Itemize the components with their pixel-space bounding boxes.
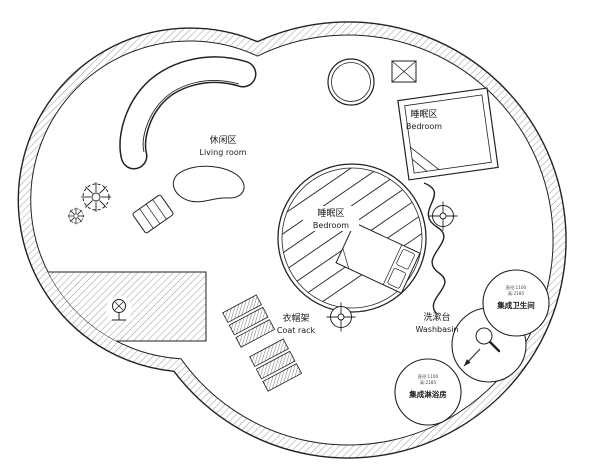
ottoman-bench — [132, 194, 174, 234]
washbasin-label-zh: 洗漱台 — [423, 311, 450, 323]
entry-arrow-icon — [463, 348, 481, 367]
ceiling-fixture-icon — [428, 201, 458, 231]
small-plant-icon — [67, 207, 85, 225]
coat-rack-shelves-upper — [222, 294, 276, 348]
shower-pod-dim1: 直径:1100 — [418, 373, 439, 379]
plant-icon — [81, 182, 111, 212]
sink-icon — [475, 327, 501, 353]
living-room-label-en: Living room — [199, 148, 246, 157]
washbasin-label-en: Washbasin — [416, 325, 459, 334]
bed-upper — [397, 87, 499, 181]
bedroom-upper-label-en: Bedroom — [406, 122, 442, 131]
nightstand-square — [391, 60, 417, 83]
bedroom-upper-label-zh: 睡眠区 — [410, 108, 437, 120]
bathroom-pod-dim2: 高:2185 — [508, 290, 525, 297]
core-circle-room — [277, 163, 427, 313]
ceiling-fixture-icon — [326, 302, 356, 332]
bathroom-pod-dim1: 直径:1100 — [506, 284, 527, 290]
bedroom-core-label-en: Bedroom — [313, 221, 349, 230]
curved-sofa — [119, 56, 257, 170]
exterior-wall-outer-line — [17, 21, 567, 459]
shower-pod-circle — [394, 358, 462, 426]
bathroom-pod-circle — [482, 269, 550, 337]
exterior-wall — [17, 21, 567, 459]
living-room-label-zh: 休闲区 — [209, 134, 236, 146]
round-table — [327, 58, 375, 106]
exterior-wall-inner-line — [30, 34, 554, 446]
coat-rack-label-zh: 衣帽架 — [282, 312, 309, 324]
coat-rack-label-en: Coat rack — [277, 326, 316, 335]
coffee-table — [172, 165, 245, 203]
coat-rack-shelves-lower — [249, 338, 303, 392]
bathroom-pod-label: 集成卫生间 — [496, 300, 535, 310]
decor-lamp-icon — [106, 296, 132, 322]
bed-core — [335, 222, 421, 294]
bedroom-core-label-backing — [303, 206, 359, 231]
bedroom-core-label-zh: 睡眠区 — [317, 207, 344, 219]
labels-layer: 休闲区 Living room 睡眠区 Bedroom 睡眠区 Bedroom … — [199, 108, 534, 399]
shower-pod-label: 集成淋浴房 — [408, 389, 447, 399]
shower-pod-dim2: 高:2185 — [420, 379, 437, 386]
curtain-wavy-line — [423, 182, 446, 314]
